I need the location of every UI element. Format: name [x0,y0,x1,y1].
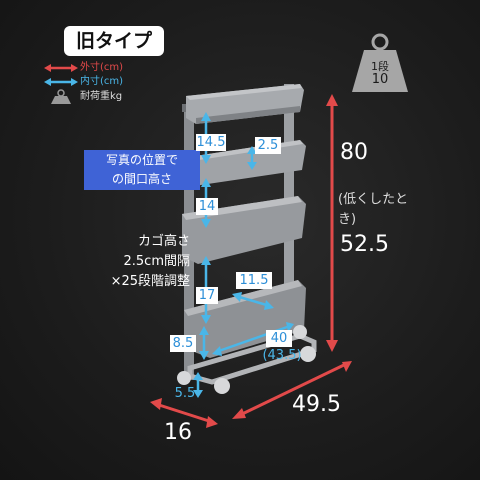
gap-mid-label: 14 [196,198,218,215]
depth-label: 16 [164,420,192,445]
height-low-label: 52.5 [340,232,389,257]
legend-outer-label: 外寸(cm) [80,62,124,73]
legend-inner-label: 内寸(cm) [80,76,124,87]
load-capacity: 1段 10 [352,40,408,90]
inner-width-label-2: (43.5) [262,348,302,363]
type-label: 旧タイプ [64,26,164,56]
width-arrow [237,362,347,418]
basket-top [186,84,304,124]
width-label: 49.5 [292,392,341,417]
adjust-note-line-2: 2.5cm間隔 [123,254,191,269]
opening-height-note: 写真の位置で の間口高さ [84,150,200,190]
wheel-height-label: 5.5 [174,386,196,401]
adjust-note-line-1: カゴ高さ [137,234,190,249]
basket-height-label: 8.5 [170,335,196,352]
inner-depth-label: 11.5 [236,272,272,289]
load-tier: 1段 [371,60,389,73]
opening-note-line-2: の間口高さ [111,172,172,186]
depth-arrow [155,402,213,424]
adjust-note-line-3: ×25段階調整 [110,274,190,289]
gap-top-label: 14.5 [196,134,226,151]
inner-width-label: 40 [266,330,292,347]
legend-load-label: 耐荷重kg [80,91,123,102]
load-value: 10 [371,72,389,87]
inner-depth-arrow [235,294,271,308]
basket-depth-top-label: 2.5 [255,137,281,154]
opening-note-line-1: 写真の位置で [105,153,178,167]
casters [177,325,316,394]
adjust-note: カゴ高さ 2.5cm間隔 ×25段階調整 [70,232,190,292]
height-total-label: 80 [340,140,368,165]
height-low-note: (低くしたとき) [338,192,409,227]
gap-low-label: 17 [196,287,218,304]
legend-icons [44,64,78,104]
outer-dimension-arrows [150,94,352,428]
weight-icon [352,33,408,92]
